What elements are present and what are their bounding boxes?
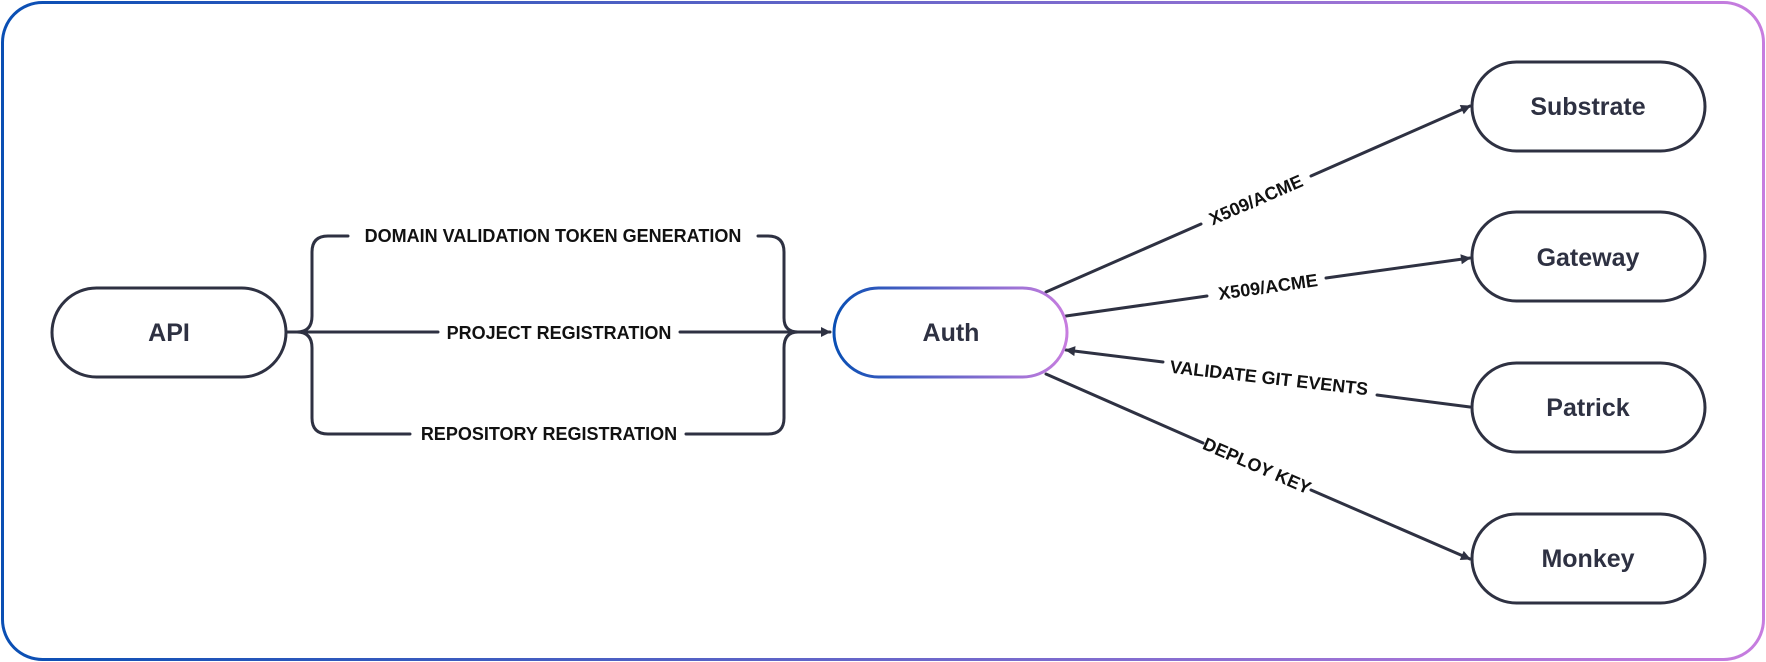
node-monkey[interactable]: Monkey: [1470, 512, 1707, 605]
api-auth-connectors: [285, 234, 832, 436]
auth-service-connectors: [1044, 104, 1472, 561]
connector-domain-validation-right: [756, 234, 800, 334]
node-api[interactable]: API: [50, 286, 288, 379]
connector-deploy-key-end: [1309, 488, 1472, 561]
node-label-patrick: Patrick: [1546, 394, 1629, 422]
connector-validate-git-events: [1375, 393, 1472, 409]
node-auth[interactable]: Auth: [832, 286, 1069, 379]
connector-deploy-key: [1044, 372, 1205, 445]
node-label-auth: Auth: [923, 319, 980, 347]
node-label-monkey: Monkey: [1541, 545, 1634, 573]
edge-label-repository-registration: REPOSITORY REGISTRATION: [421, 424, 677, 444]
connector-validate-git-events-end: [1064, 346, 1165, 364]
connector-x509-substrate-end: [1309, 104, 1472, 178]
edge-label-project-registration: PROJECT REGISTRATION: [447, 323, 672, 343]
node-label-gateway: Gateway: [1537, 244, 1640, 272]
connector-x509-gateway-end: [1324, 254, 1472, 280]
edge-label-domain-validation: DOMAIN VALIDATION TOKEN GENERATION: [365, 226, 742, 246]
connector-x509-gateway: [1064, 294, 1209, 318]
connector-repository-registration-right: [684, 330, 800, 436]
node-label-api: API: [148, 319, 190, 347]
node-substrate[interactable]: Substrate: [1470, 60, 1707, 153]
connector-x509-substrate: [1044, 222, 1203, 294]
node-patrick[interactable]: Patrick: [1470, 361, 1707, 454]
connector-repository-registration: [295, 330, 412, 436]
node-gateway[interactable]: Gateway: [1470, 210, 1707, 303]
node-label-substrate: Substrate: [1530, 93, 1645, 121]
